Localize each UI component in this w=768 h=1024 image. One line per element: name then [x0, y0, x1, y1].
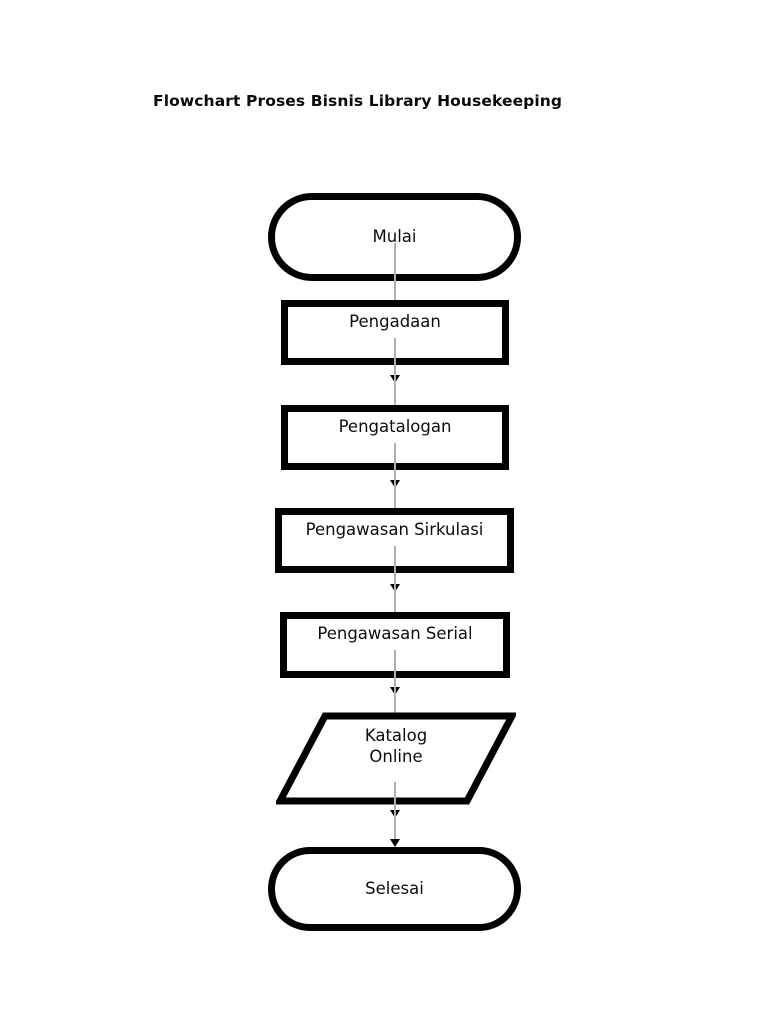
flow-node-pengatalogan[interactable]: Pengatalogan — [281, 405, 509, 470]
flow-node-katalog-online-label: Katalog Online — [364, 726, 428, 767]
flow-node-pengadaan-label: Pengadaan — [349, 312, 441, 331]
parallelogram-outline — [276, 712, 516, 805]
connector-katalog-online-to-selesai — [394, 782, 396, 842]
flow-node-pengawasan-serial-label: Pengawasan Serial — [317, 624, 473, 643]
page-title: Flowchart Proses Bisnis Library Housekee… — [153, 92, 563, 110]
flow-node-mulai-label: Mulai — [372, 227, 417, 247]
flow-node-pengawasan-sirkulasi-label: Pengawasan Sirkulasi — [305, 520, 484, 539]
flow-node-selesai[interactable]: Selesai — [268, 847, 521, 931]
arrowhead-katalog-online-to-selesai — [390, 839, 400, 847]
flow-node-katalog-online[interactable]: Katalog Online — [276, 711, 516, 806]
flow-node-selesai-label: Selesai — [365, 879, 424, 899]
flow-node-pengatalogan-label: Pengatalogan — [338, 417, 452, 436]
